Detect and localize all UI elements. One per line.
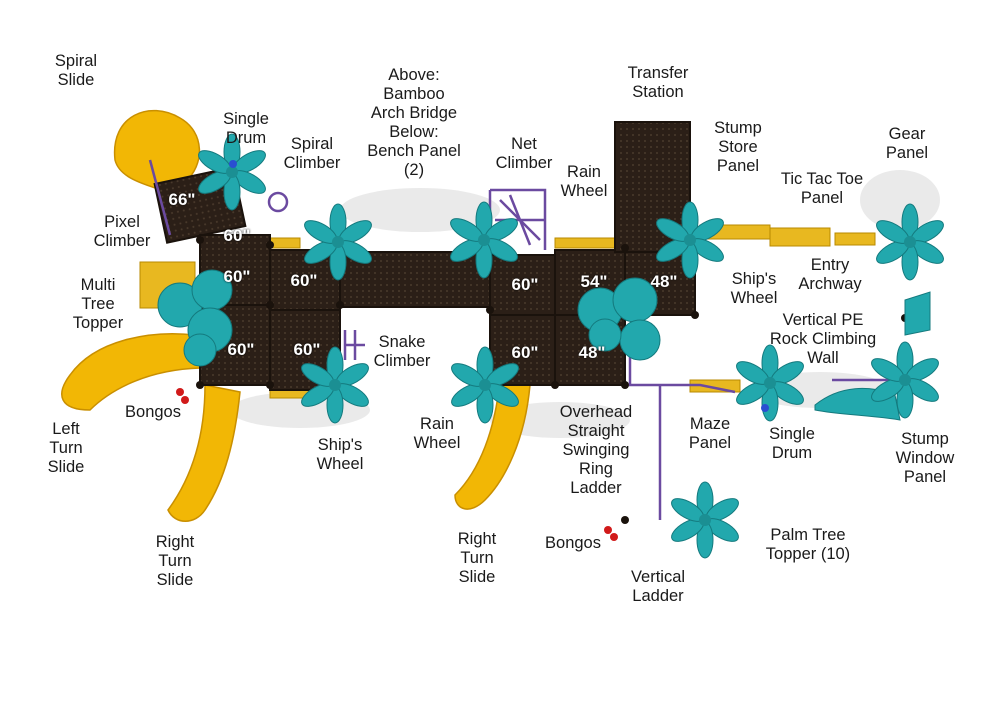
deck-height-48-b: 48" bbox=[578, 343, 606, 362]
bongos-icons bbox=[176, 388, 618, 541]
drum-icons bbox=[229, 160, 769, 412]
label-bongos-bottom: Bongos bbox=[545, 534, 601, 552]
right-turn-slide-mid bbox=[454, 379, 531, 510]
deck-height-60-e: 60" bbox=[293, 340, 321, 359]
label-bongos-left: Bongos bbox=[125, 403, 181, 421]
left-turn-slide bbox=[61, 333, 201, 411]
label-multi-tree-topper: Multi Tree Topper bbox=[72, 276, 124, 332]
label-ships-wheel-bottom: Ship's Wheel bbox=[316, 436, 364, 473]
label-pixel-climber: Pixel Climber bbox=[93, 213, 151, 250]
label-gear-panel: Gear Panel bbox=[885, 125, 929, 162]
deck-height-60-f: 60" bbox=[511, 275, 539, 294]
label-overhead-ring-ladder: Overhead Straight Swinging Ring Ladder bbox=[559, 403, 633, 497]
label-right-turn-slide-left: Right Turn Slide bbox=[155, 533, 195, 589]
label-vertical-ladder: Vertical Ladder bbox=[630, 568, 686, 605]
label-single-drum-bottom: Single Drum bbox=[769, 425, 815, 462]
deck-height-48-a: 48" bbox=[650, 272, 678, 291]
label-ships-wheel-right: Ship's Wheel bbox=[730, 270, 778, 307]
spiral-slide bbox=[113, 109, 201, 191]
deck-height-60-b: 60" bbox=[223, 267, 251, 286]
deck-height-60-d: 60" bbox=[227, 340, 255, 359]
label-rain-wheel-top: Rain Wheel bbox=[560, 163, 608, 200]
label-rain-wheel-bottom: Rain Wheel bbox=[413, 415, 461, 452]
label-maze-panel: Maze Panel bbox=[688, 415, 732, 452]
label-stump-window-panel: Stump Window Panel bbox=[895, 430, 955, 486]
label-snake-climber: Snake Climber bbox=[373, 333, 431, 370]
deck-height-60-g: 60" bbox=[511, 343, 539, 362]
label-bamboo-bridge: Above: Bamboo Arch Bridge Below: Bench P… bbox=[367, 66, 461, 179]
label-single-drum-top: Single Drum bbox=[223, 110, 269, 147]
right-turn-slide-left bbox=[167, 384, 241, 522]
label-stump-store-panel: Stump Store Panel bbox=[714, 119, 762, 175]
label-vertical-pe-wall: Vertical PE Rock Climbing Wall bbox=[769, 311, 877, 367]
decks bbox=[153, 121, 696, 391]
deck-height-60-a: 60" bbox=[223, 226, 251, 245]
label-entry-archway: Entry Archway bbox=[798, 256, 862, 293]
label-left-turn-slide: Left Turn Slide bbox=[47, 420, 85, 476]
label-spiral-slide: Spiral Slide bbox=[54, 52, 98, 89]
deck-height-60-c: 60" bbox=[290, 271, 318, 290]
slides bbox=[61, 109, 531, 522]
deck-height-66: 66" bbox=[168, 190, 196, 209]
deck-height-54: 54" bbox=[580, 272, 608, 291]
label-spiral-climber: Spiral Climber bbox=[283, 135, 341, 172]
label-right-turn-slide-mid: Right Turn Slide bbox=[457, 530, 497, 586]
label-transfer-station: Transfer Station bbox=[627, 64, 689, 101]
label-net-climber: Net Climber bbox=[495, 135, 553, 172]
multi-tree-topper bbox=[157, 269, 661, 367]
label-tic-tac-toe-panel: Tic Tac Toe Panel bbox=[780, 170, 864, 207]
label-palm-tree-topper: Palm Tree Topper (10) bbox=[765, 526, 851, 563]
